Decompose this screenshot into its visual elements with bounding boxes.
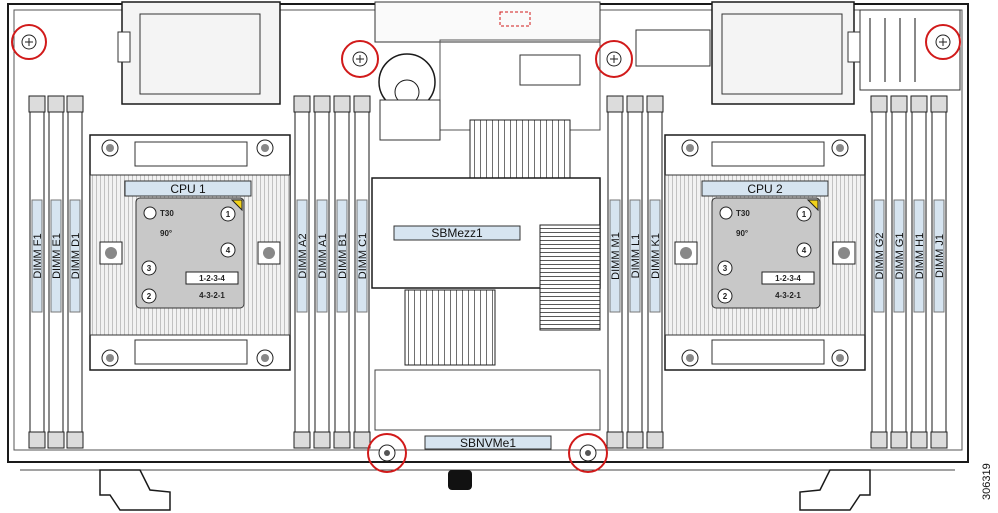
dimm-group-left: DIMM F1 DIMM E1 DIMM D1 [28,95,84,449]
dimm-label: DIMM B1 [337,233,349,279]
nvme-label-box [424,435,552,450]
svg-text:2: 2 [147,292,152,301]
screw-highlight-cpu2-top [595,40,633,78]
dimm-slot: DIMM K1 [646,95,664,449]
cpu-1-plate-markings: T30 90° 1 4 3 2 1-2-3-4 4-3-2-1 [141,199,243,304]
dimm-group-right: DIMM G2 DIMM G1 DIMM H1 DIMM J1 [870,95,948,449]
dimm-label: DIMM G1 [894,232,906,279]
dimm-label: DIMM A2 [297,233,309,278]
top-left-module [117,1,281,105]
dimm-slot: DIMM F1 [28,95,46,449]
svg-text:3: 3 [723,264,728,273]
dimm-slot: DIMM G1 [890,95,908,449]
cpu-2-plate-markings: T30 90° 1 4 3 2 1-2-3-4 4-3-2-1 [717,199,819,304]
left-ejector-handle [99,469,171,511]
step-2-marker [141,288,157,304]
svg-text:1-2-3-4: 1-2-3-4 [775,274,801,283]
dimm-slot: DIMM A1 [313,95,331,449]
svg-text:4: 4 [226,246,231,255]
svg-text:90°: 90° [160,229,172,238]
step-4-marker [220,242,236,258]
svg-text:T30: T30 [736,209,750,218]
center-knob [448,470,472,490]
dimm-label: DIMM M1 [610,232,622,280]
dimm-slot: DIMM C1 [353,95,371,449]
dimm-slot: DIMM B1 [333,95,351,449]
dimm-label: DIMM J1 [934,234,946,278]
screw-highlight-cpu1-top [341,40,379,78]
dimm-label: DIMM G2 [874,232,886,279]
mezzanine-area: SBMezz1 SBNVMe1 [371,119,601,450]
dimm-label: DIMM F1 [32,233,44,278]
svg-text:1: 1 [226,210,231,219]
cpu-1-heatsink: CPU 1 [89,134,291,371]
cpu-2-label: CPU 2 [747,182,783,196]
step-2-marker [717,288,733,304]
step-3-marker [141,260,157,276]
cpu-2-label-box [701,180,829,197]
dimm-slot: DIMM H1 [910,95,928,449]
corner-arrow-icon [230,199,243,212]
corner-arrow-icon [806,199,819,212]
dimm-label: DIMM C1 [357,233,369,279]
step-1-marker [796,206,812,222]
dimm-slot: DIMM G2 [870,95,888,449]
dimm-slot: DIMM L1 [626,95,644,449]
svg-text:90°: 90° [736,229,748,238]
step-1-marker [220,206,236,222]
top-right-module [711,1,961,105]
dimm-label: DIMM H1 [914,233,926,279]
torque-icon [143,206,157,220]
dimm-slot: DIMM J1 [930,95,948,449]
dimm-slot: DIMM A2 [293,95,311,449]
screw-highlight-bottom-right [568,433,608,473]
svg-text:4-3-2-1: 4-3-2-1 [775,291,801,300]
svg-text:4-3-2-1: 4-3-2-1 [199,291,225,300]
screw-highlight-bottom-left [367,433,407,473]
mezz-label: SBMezz1 [431,226,483,240]
dimm-slot: DIMM M1 [606,95,624,449]
svg-text:3: 3 [147,264,152,273]
dimm-slot: DIMM E1 [47,95,65,449]
dimm-label: DIMM E1 [51,233,63,279]
svg-text:1-2-3-4: 1-2-3-4 [199,274,225,283]
dimm-label: DIMM A1 [317,233,329,278]
dimm-group-center-left: DIMM A2 DIMM A1 DIMM B1 DIMM C1 [293,95,371,449]
cpu-2-heatsink: CPU 2 [664,134,866,371]
mezz-label-box [393,225,521,241]
nvme-label: SBNVMe1 [460,436,516,450]
cpu-1-label: CPU 1 [170,182,206,196]
center-top-bracket [374,1,711,141]
cpu-1-label-box [124,180,252,197]
dimm-slot: DIMM D1 [66,95,84,449]
svg-text:4: 4 [802,246,807,255]
figure-id: 306319 [981,463,993,500]
screw-highlight-top-right [925,24,961,60]
svg-text:1: 1 [802,210,807,219]
screw-highlight-top-left [11,24,47,60]
screw-highlights [11,24,961,473]
svg-text:T30: T30 [160,209,174,218]
step-3-marker [717,260,733,276]
right-ejector-handle [799,469,871,511]
dimm-label: DIMM D1 [70,233,82,279]
dimm-label: DIMM K1 [650,233,662,279]
torque-icon [719,206,733,220]
dimm-group-center-right: DIMM M1 DIMM L1 DIMM K1 [606,95,664,449]
svg-text:2: 2 [723,292,728,301]
dimm-label: DIMM L1 [630,234,642,279]
step-4-marker [796,242,812,258]
